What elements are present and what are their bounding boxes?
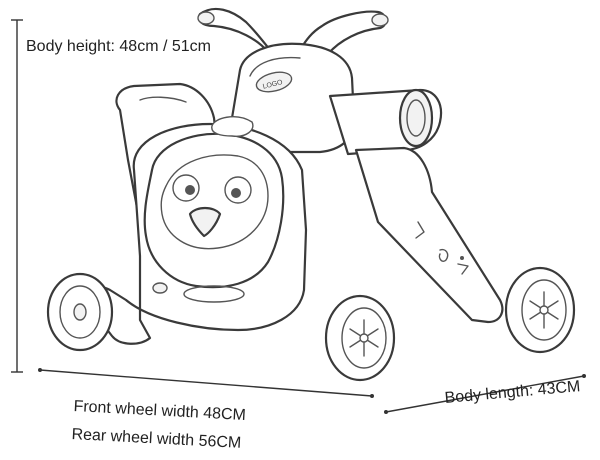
height-dimension-line xyxy=(11,19,23,373)
handle-bar xyxy=(197,7,389,64)
front-left-wheel xyxy=(46,272,114,352)
frame-right xyxy=(328,88,443,156)
width-dimension-line xyxy=(38,368,374,398)
rear-wheel xyxy=(504,266,576,354)
penguin-face-icon xyxy=(143,116,285,303)
front-right-wheel xyxy=(324,294,396,382)
body-height-label: Body height: 48cm / 51cm xyxy=(26,38,211,55)
snowflake-icon xyxy=(529,291,559,329)
snowflake-icon xyxy=(349,319,379,357)
brand-logo: LOGO xyxy=(262,79,284,91)
length-dimension-line xyxy=(384,374,586,414)
rear-leg xyxy=(354,146,504,324)
